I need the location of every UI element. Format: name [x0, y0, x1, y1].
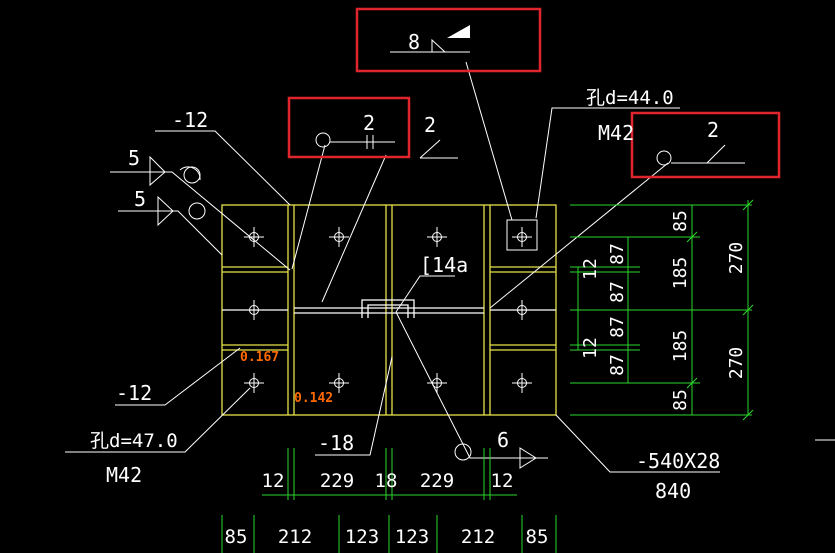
dim-right-2-3: 85 [670, 389, 691, 411]
base-plate-outline [221, 204, 557, 416]
weld-size-outside-left: 2 [424, 113, 436, 137]
base-plate-length: 840 [655, 479, 691, 503]
weld-size-left-upper: 5 [128, 146, 140, 170]
dim-right-2-2: 185 [670, 330, 691, 363]
weld-size-left-lower: 5 [134, 187, 146, 211]
weld-size-boxed-left: 2 [363, 111, 375, 135]
dim-bottom-1-3: 229 [420, 470, 454, 492]
channel-label: [14a [420, 253, 468, 277]
highlight-box-top [355, 7, 542, 73]
weld-size-bottom-right: 6 [497, 428, 509, 452]
stress-ratio-upper: 0.167 [240, 350, 279, 365]
bolt-holes [244, 219, 538, 393]
plate-left-label: -12 [116, 381, 152, 405]
plate-top-label: -12 [172, 108, 208, 132]
plate-bottom-label: -18 [318, 431, 354, 455]
weld-flag-icon [447, 25, 470, 38]
weld-size-top-flag: 8 [408, 30, 420, 54]
dim-bottom-2-3: 123 [395, 526, 429, 548]
dim-right-2-1: 185 [670, 257, 691, 290]
dim-bottom-2-1: 212 [278, 526, 312, 548]
weld-symbols [149, 38, 745, 469]
highlight-box-left [287, 96, 411, 159]
dim-right-1-1: 87 [607, 243, 628, 265]
dim-bottom-1-2: 18 [375, 470, 398, 492]
dim-bottom-1-4: 12 [491, 470, 514, 492]
bolt-top-label: M42 [598, 121, 634, 145]
hole-bottom-label: 孔d=47.0 [90, 430, 178, 452]
dim-right-1-3: 12 [580, 337, 601, 359]
center-plate [222, 307, 556, 314]
dim-bottom-2-0: 85 [225, 526, 248, 548]
base-plate-label: -540X28 [636, 449, 720, 473]
dim-bottom-2-2: 123 [345, 526, 379, 548]
bolt-bottom-label: M42 [106, 463, 142, 487]
highlight-box-right [630, 111, 781, 179]
dim-right-1-0: 12 [580, 258, 601, 280]
dim-bottom-2-4: 212 [461, 526, 495, 548]
dim-bottom-1-1: 229 [320, 470, 354, 492]
dim-right-3-1: 270 [726, 347, 747, 380]
stress-ratio-lower: 0.142 [294, 391, 333, 406]
dim-bottom-1-0: 12 [262, 470, 285, 492]
dim-right-1-4: 87 [607, 316, 628, 338]
dim-right-2-0: 85 [670, 210, 691, 232]
highlight-boxes [287, 7, 781, 179]
channel-section [361, 299, 415, 318]
dim-right-3-0: 270 [726, 242, 747, 275]
dim-right-1-2: 87 [607, 281, 628, 303]
dimension-lines [221, 199, 754, 553]
hole-top-label: 孔d=44.0 [586, 87, 674, 109]
dim-right-1-5: 87 [607, 354, 628, 376]
dim-bottom-2-5: 85 [526, 526, 549, 548]
leader-lines [65, 61, 720, 473]
weld-size-boxed-right: 2 [707, 118, 719, 142]
